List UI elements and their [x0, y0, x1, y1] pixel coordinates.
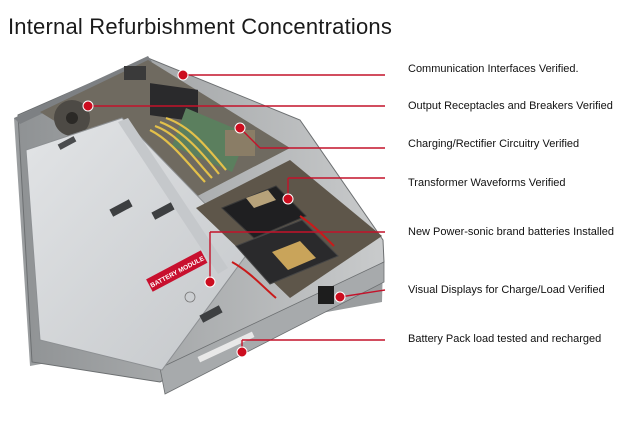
recycle-mark — [184, 291, 196, 303]
callout-marker-transformer — [282, 193, 294, 205]
red-battery-leads — [231, 215, 335, 299]
callout-label-charging: Charging/Rectifier Circuitry Verified — [408, 138, 580, 150]
callout-leaders — [82, 69, 386, 358]
battery-handle-slot — [109, 199, 133, 217]
callout-label-displays: Visual Displays for Charge/Load Verified — [408, 284, 605, 296]
battery-cover-divider — [118, 118, 228, 274]
callout-marker-displays — [334, 291, 346, 303]
callout-marker-battery-pack — [236, 346, 248, 358]
front-label-strip — [197, 331, 255, 363]
transformer-label-plate — [246, 190, 276, 208]
relay-bank — [225, 130, 255, 156]
callout-label-batteries: New Power-sonic brand batteries Installe… — [408, 226, 615, 238]
callout-marker-output-receptacles — [82, 100, 94, 112]
callout-marker-communication — [177, 69, 189, 81]
black-connector-block — [124, 66, 146, 80]
callout-label-communication: Communication Interfaces Verified. — [408, 63, 579, 75]
callout-leader-displays — [339, 289, 386, 298]
battery-module-cover — [25, 117, 251, 371]
page-title: Internal Refurbishment Concentrations — [8, 14, 393, 39]
callout-label-transformer: Transformer Waveforms Verified — [408, 177, 566, 189]
display-panel — [318, 286, 334, 304]
battery-handle-slot — [151, 202, 175, 220]
battery-handle-slot — [57, 136, 77, 150]
yellow-wiring — [149, 116, 227, 183]
chassis-back-lip — [14, 56, 152, 124]
battery-handle-slot — [199, 305, 223, 323]
fan-hub — [66, 112, 78, 124]
callout-label-output-receptacles: Output Receptacles and Breakers Verified — [408, 100, 613, 112]
callout-label-battery-pack: Battery Pack load tested and recharged — [408, 333, 602, 345]
callout-marker-batteries — [204, 276, 216, 288]
callout-marker-charging — [234, 122, 246, 134]
new-battery-label — [272, 241, 316, 270]
